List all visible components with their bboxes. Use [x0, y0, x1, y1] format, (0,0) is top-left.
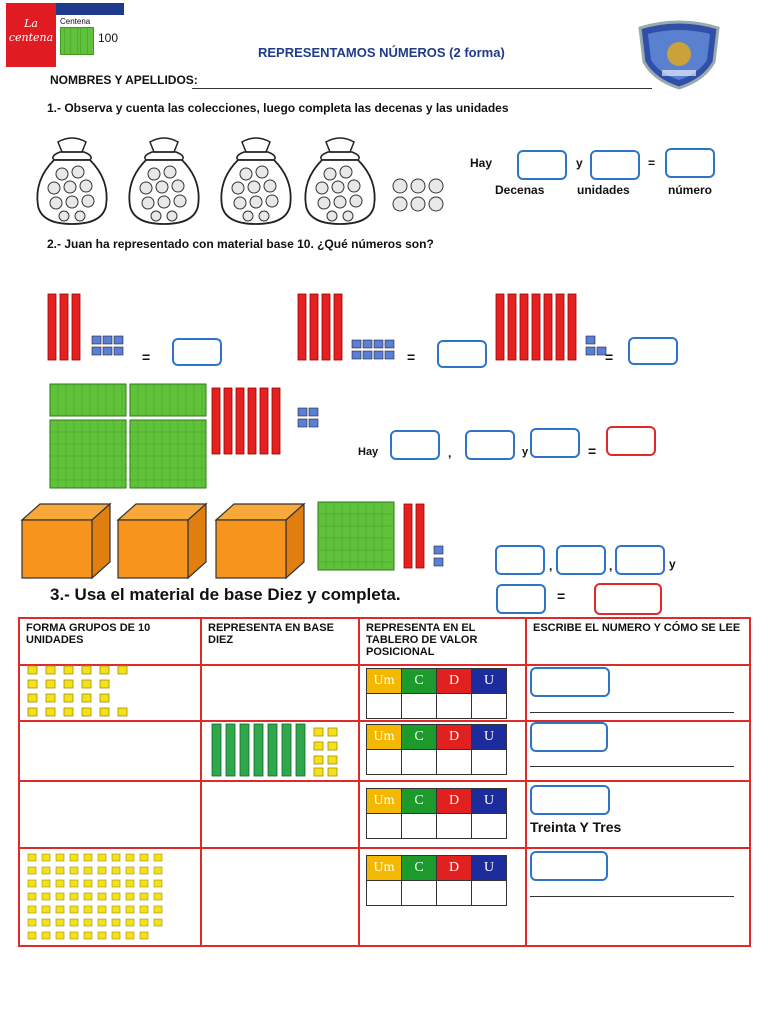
header-place-value: REPRESENTA EN EL TABLERO DE VALOR POSICI… [358, 617, 527, 666]
row4-reading-line[interactable] [530, 896, 734, 897]
pv-u-label: U [471, 668, 507, 694]
q1-unidades-label: unidades [577, 183, 630, 197]
base10-group-2 [297, 293, 395, 361]
logo-card: Centena 100 [56, 3, 124, 67]
q2-answer-box-1[interactable] [172, 338, 222, 366]
q3-text: 3.- Usa el material de base Diez y compl… [50, 585, 401, 604]
base10-group-4 [49, 383, 319, 489]
q3-thousands-box[interactable] [495, 545, 545, 575]
hundred-square-icon [60, 27, 94, 55]
pv-u-label: U [471, 788, 507, 814]
q2-equals-2: = [407, 349, 416, 365]
pv-um-label: Um [366, 788, 402, 814]
base10-row2 [211, 723, 338, 777]
q1-decenas-box[interactable] [517, 150, 567, 180]
row1-number-box[interactable] [530, 667, 610, 697]
pv-um-label: Um [366, 668, 402, 694]
place-value-board-1[interactable]: Um C D U [366, 668, 507, 719]
pv-um-label: Um [366, 855, 402, 881]
header-groups: FORMA GRUPOS DE 10 UNIDADES [18, 617, 202, 666]
header-base-ten: REPRESENTA EN BASE DIEZ [200, 617, 360, 666]
pv-u-label: U [471, 855, 507, 881]
pv-um-label: Um [366, 724, 402, 750]
q3-total-box[interactable] [594, 583, 662, 615]
q2-text: 2.- Juan ha representado con material ba… [47, 237, 434, 251]
q2-hay-label: Hay [358, 446, 379, 458]
pv-c-label: C [401, 668, 437, 694]
q1-numero-label: número [668, 183, 713, 197]
pv-c-label: C [401, 788, 437, 814]
logo-card-value: 100 [98, 31, 119, 45]
q2-total-box[interactable] [606, 426, 656, 456]
q1-numero-box[interactable] [665, 148, 715, 178]
q2-equals-1: = [142, 349, 151, 365]
place-value-board-2[interactable]: Um C D U [366, 724, 507, 775]
q2-equals-3: = [605, 349, 614, 365]
q2-units-box[interactable] [530, 428, 580, 458]
q2-tens-box[interactable] [465, 430, 515, 460]
base10-group-5 [20, 501, 444, 580]
names-line[interactable] [192, 88, 652, 89]
q3-comma-1: , [549, 559, 553, 573]
q3-hundreds-box[interactable] [556, 545, 606, 575]
q3-equals: = [557, 588, 566, 604]
pv-d-label: D [436, 855, 472, 881]
q3-units-box[interactable] [496, 584, 546, 614]
bags-illustration [36, 137, 444, 225]
logo-red-block: La centena [6, 3, 56, 67]
q1-unidades-box[interactable] [590, 150, 640, 180]
q1-hay-label: Hay [470, 156, 493, 170]
row3-number-box[interactable] [530, 785, 610, 815]
q2-answer-box-2[interactable] [437, 340, 487, 368]
logo-text-2: centena [8, 31, 54, 44]
pv-d-label: D [436, 724, 472, 750]
q3-comma-2: , [609, 559, 613, 573]
yellow-units-row4 [27, 853, 163, 940]
row1-reading-line[interactable] [530, 712, 734, 713]
logo-card-label: Centena [60, 17, 91, 26]
yellow-units-row1 [27, 665, 128, 717]
pv-d-label: D [436, 788, 472, 814]
pv-u-label: U [471, 724, 507, 750]
base10-group-3 [495, 293, 607, 361]
row4-number-box[interactable] [530, 851, 608, 881]
place-value-board-3[interactable]: Um C D U [366, 788, 507, 839]
place-value-board-4[interactable]: Um C D U [366, 855, 507, 906]
row2-reading-line[interactable] [530, 766, 734, 767]
q1-equals-label: = [648, 156, 656, 170]
row3-reading-text: Treinta Y Tres [530, 819, 622, 835]
names-label: NOMBRES Y APELLIDOS: [50, 73, 198, 87]
q2-y-label: y [522, 446, 529, 458]
logo-text-1: La [24, 17, 38, 30]
pv-d-label: D [436, 668, 472, 694]
q2-comma: , [448, 446, 452, 460]
q2-answer-box-3[interactable] [628, 337, 678, 365]
q3-y-label: y [669, 557, 676, 571]
q1-decenas-label: Decenas [495, 183, 545, 197]
q2-equals-4: = [588, 443, 597, 459]
page-title: REPRESENTAMOS NÚMEROS (2 forma) [258, 45, 505, 60]
base10-group-1 [47, 293, 124, 361]
pv-c-label: C [401, 855, 437, 881]
pv-c-label: C [401, 724, 437, 750]
q1-y-label: y [576, 156, 583, 170]
row2-number-box[interactable] [530, 722, 608, 752]
q3-tens-box[interactable] [615, 545, 665, 575]
q2-hundreds-box[interactable] [390, 430, 440, 460]
q1-text: 1.- Observa y cuenta las colecciones, lu… [47, 101, 509, 115]
logo: La centena Centena 100 [6, 3, 124, 67]
school-shield-icon [638, 20, 720, 90]
header-write-number: ESCRIBE EL NUMERO Y CÓMO SE LEE [525, 617, 751, 666]
